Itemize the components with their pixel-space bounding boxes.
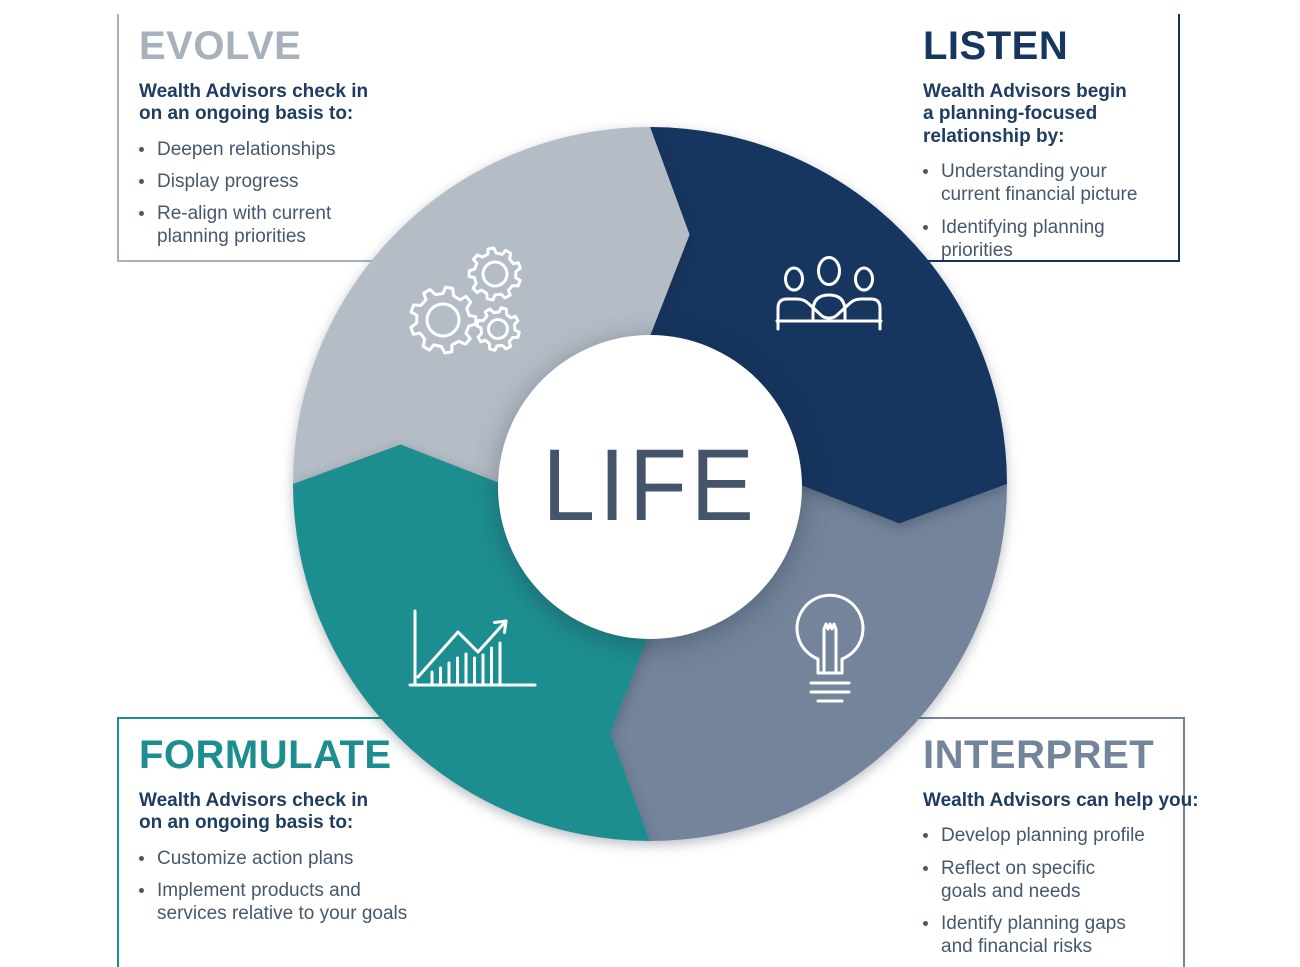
list-item: Customize action plans xyxy=(139,847,562,870)
segment-formulate xyxy=(293,444,650,841)
center-label: LIFE xyxy=(542,427,758,542)
interpret-title: INTERPRET xyxy=(923,733,1155,777)
evolve-intro: Wealth Advisors check in on an ongoing b… xyxy=(139,81,369,125)
interpret-intro: Wealth Advisors can help you: xyxy=(923,790,1199,811)
list-item: Display progress xyxy=(139,170,562,193)
list-item: Identify planning gaps and financial ris… xyxy=(923,912,1183,958)
list-item: Understanding your current financial pic… xyxy=(923,160,1168,206)
interpret-section: INTERPRET Wealth Advisors can help you: … xyxy=(878,717,1199,967)
bullet-dot-icon xyxy=(139,887,144,893)
growth-chart-icon xyxy=(407,608,537,693)
formulate-section: FORMULATE Wealth Advisors check in on an… xyxy=(117,717,562,967)
formulate-title: FORMULATE xyxy=(139,733,392,777)
listen-title: LISTEN xyxy=(923,24,1069,68)
formulate-intro: Wealth Advisors check in on an ongoing b… xyxy=(139,790,369,834)
bullet-dot-icon xyxy=(139,211,144,217)
segment-interpret xyxy=(610,484,1007,841)
listen-bullet-list: Understanding your current financial pic… xyxy=(923,160,1168,262)
list-item: Implement products and services relative… xyxy=(139,879,562,925)
interpret-bullet-list: Develop planning profile Reflect on spec… xyxy=(923,824,1183,958)
segment-listen xyxy=(650,127,1007,524)
segment-evolve xyxy=(293,127,690,484)
listen-intro: Wealth Advisors begin a planning-focused… xyxy=(923,81,1127,147)
center-circle xyxy=(498,335,802,639)
lightbulb-icon xyxy=(785,585,875,713)
bullet-dot-icon xyxy=(923,169,928,175)
bullet-dot-icon xyxy=(139,146,144,152)
meeting-icon xyxy=(774,254,884,346)
bullet-dot-icon xyxy=(923,865,928,871)
list-item: Identifying planning priorities xyxy=(923,216,1168,262)
bullet-dot-icon xyxy=(139,855,144,861)
list-item: Re-align with current planning prioritie… xyxy=(139,202,562,248)
list-item: Reflect on specific goals and needs xyxy=(923,857,1183,903)
evolve-section: EVOLVE Wealth Advisors check in on an on… xyxy=(117,14,562,262)
listen-section: LISTEN Wealth Advisors begin a planning-… xyxy=(878,14,1180,262)
formulate-bullet-list: Customize action plans Implement product… xyxy=(139,847,562,926)
bullet-dot-icon xyxy=(139,178,144,184)
evolve-title: EVOLVE xyxy=(139,24,302,68)
bullet-dot-icon xyxy=(923,920,928,926)
gears-icon xyxy=(403,244,541,369)
evolve-bullet-list: Deepen relationships Display progress Re… xyxy=(139,138,562,249)
bullet-dot-icon xyxy=(923,833,928,839)
list-item: Develop planning profile xyxy=(923,824,1183,847)
bullet-dot-icon xyxy=(923,224,928,230)
list-item: Deepen relationships xyxy=(139,138,562,161)
